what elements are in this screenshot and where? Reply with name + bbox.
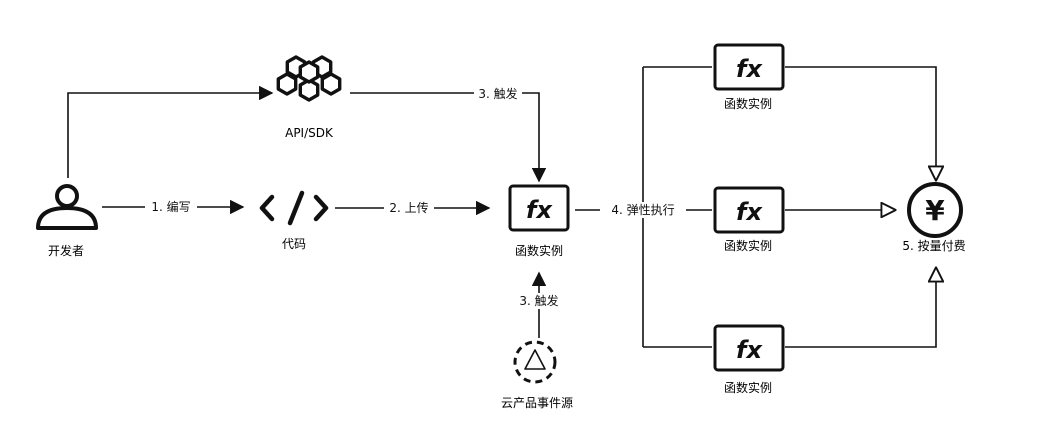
edge-label-upload: 2. 上传 <box>389 200 428 215</box>
fx-icon: fx <box>508 184 570 232</box>
node-label-code: 代码 <box>282 237 306 251</box>
node-api-sdk: API/SDK <box>276 55 342 140</box>
dashed-triangle-icon <box>513 340 557 384</box>
connectors <box>67 66 936 348</box>
node-label-api-sdk: API/SDK <box>285 126 334 140</box>
node-function-mid: fx 函数实例 <box>713 186 785 253</box>
node-function-main: fx 函数实例 <box>508 184 570 258</box>
fx-glyph: fx <box>526 196 553 224</box>
node-label-function-bottom: 函数实例 <box>724 380 772 395</box>
edge-label-trigger-event: 3. 触发 <box>519 293 558 308</box>
edge-developer-to-api <box>67 85 274 178</box>
edge-label-trigger-api: 3. 触发 <box>478 86 517 101</box>
edge-labels: 1. 编写 2. 上传 3. 触发 3. 触发 4. 弹性执行 <box>145 86 686 309</box>
fx-glyph: fx <box>736 198 763 226</box>
node-label-function-top: 函数实例 <box>724 96 772 111</box>
node-event-source: 云产品事件源 <box>501 340 573 410</box>
yen-glyph: ¥ <box>925 194 945 227</box>
node-code: 代码 <box>259 190 329 251</box>
node-label-billing: 5. 按量付费 <box>902 239 965 253</box>
edge-label-scale: 4. 弹性执行 <box>611 203 674 217</box>
node-function-bottom: fx 函数实例 <box>713 324 785 395</box>
edge-top-to-billing <box>785 66 936 180</box>
fx-icon: fx <box>713 186 785 234</box>
fx-glyph: fx <box>736 55 763 83</box>
edge-label-write: 1. 编写 <box>151 199 190 214</box>
node-developer: 开发者 <box>36 184 98 258</box>
node-label-function-mid: 函数实例 <box>724 238 772 253</box>
code-brackets-icon <box>259 190 329 226</box>
node-function-top: fx 函数实例 <box>713 43 785 111</box>
edge-bottom-to-billing <box>785 268 936 348</box>
node-label-developer: 开发者 <box>48 243 84 258</box>
node-billing: ¥ 5. 按量付费 <box>902 182 966 253</box>
node-label-event-source: 云产品事件源 <box>501 396 573 410</box>
fx-icon: fx <box>713 324 785 372</box>
node-label-function-main: 函数实例 <box>515 243 563 258</box>
edge-api-to-function <box>350 92 547 183</box>
yen-icon: ¥ <box>907 182 963 238</box>
user-icon <box>36 184 98 230</box>
hexagon-cluster-icon <box>276 55 342 102</box>
fx-icon: fx <box>713 43 785 91</box>
fx-glyph: fx <box>736 336 763 364</box>
